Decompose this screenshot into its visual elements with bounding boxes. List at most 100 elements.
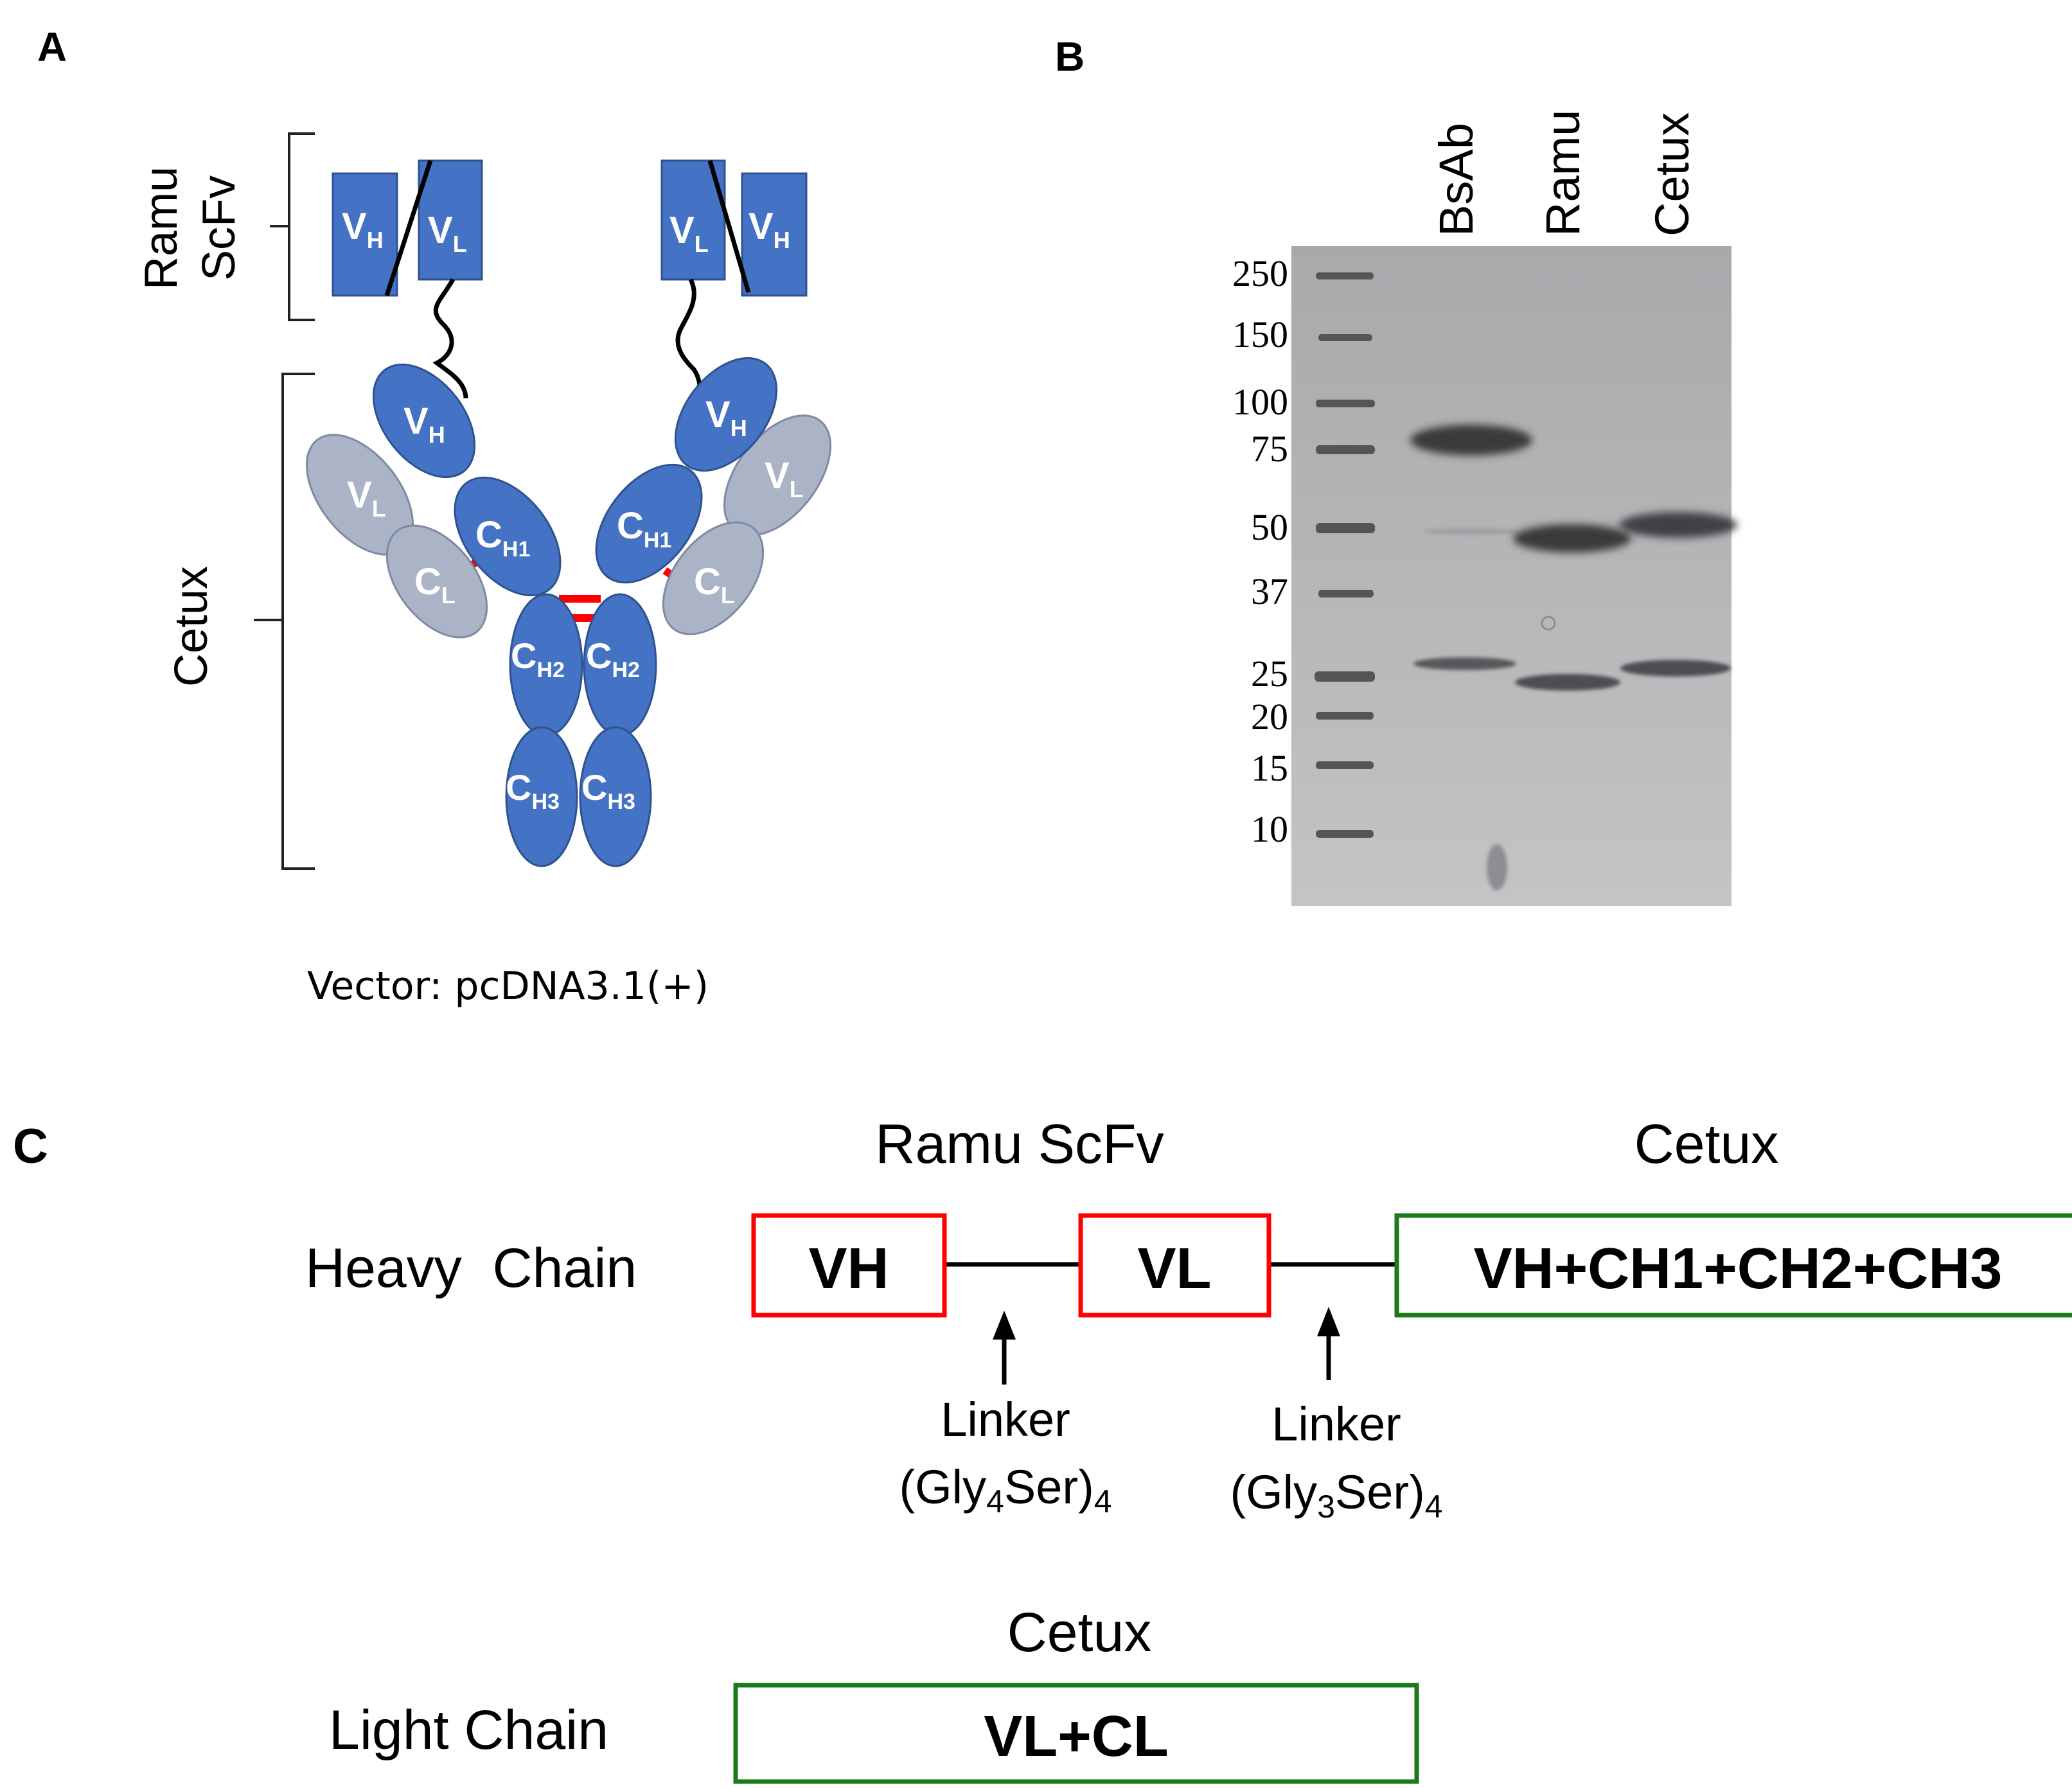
fab-right-ch1 bbox=[595, 463, 703, 584]
linker2-arrow bbox=[1317, 1307, 1340, 1380]
vector-label: Vector: pcDNA3.1(+) bbox=[307, 964, 709, 1009]
lane-label-bsab: BsAb bbox=[1430, 123, 1483, 236]
scfv-right-vh-text: VH bbox=[748, 206, 790, 253]
marker-50: 50 bbox=[1251, 506, 1288, 548]
cetux-header: Cetux bbox=[1634, 1113, 1779, 1175]
marker-250: 250 bbox=[1232, 252, 1288, 294]
fab-left-ch1 bbox=[454, 476, 562, 597]
light-box bbox=[733, 1683, 1419, 1784]
band-ramu-light bbox=[1515, 674, 1620, 691]
fc-right-ch3-text: CH3 bbox=[581, 767, 635, 814]
fab-right-cl-text: CL bbox=[694, 561, 735, 608]
scfv-left-vh-box bbox=[332, 172, 398, 297]
linker1-formula: (Gly4Ser)4 bbox=[899, 1460, 1111, 1519]
scfv-left-vl-text: VL bbox=[428, 209, 467, 257]
linker1-label: Linker bbox=[941, 1393, 1070, 1446]
ladder-band-37 bbox=[1318, 590, 1374, 597]
fab-left-vh-text: VH bbox=[403, 400, 445, 448]
lane-label-ramu: Ramu bbox=[1536, 110, 1589, 236]
sample-bands bbox=[1410, 425, 1737, 890]
marker-labels: 250 150 100 75 50 37 25 20 15 10 bbox=[1232, 252, 1288, 850]
scfv-right: VL VH bbox=[660, 159, 808, 297]
band-ramu-heavy bbox=[1513, 524, 1631, 553]
vh-box-text: VH bbox=[808, 1237, 889, 1301]
band-bsab-faint bbox=[1423, 528, 1519, 535]
panel-b: B BsAb Ramu Cetux 250 150 100 75 50 37 bbox=[1055, 33, 1737, 906]
panel-c-letter: C bbox=[13, 1119, 48, 1174]
fab-right-vl-text: VL bbox=[765, 455, 804, 502]
ramu-scfv-header: Ramu ScFv bbox=[875, 1113, 1164, 1175]
fab-right-vh bbox=[674, 357, 778, 472]
ladder-band-20 bbox=[1316, 712, 1374, 720]
scfv-right-vh-box bbox=[741, 172, 808, 297]
vl-box bbox=[1078, 1213, 1271, 1318]
panel-a: A Ramu ScFv Cetux VH VL VL bbox=[37, 24, 832, 1009]
gel-image bbox=[1291, 246, 1731, 906]
heavy-cetux-box bbox=[1394, 1213, 2072, 1318]
scfv-right-vl-text: VL bbox=[669, 209, 709, 257]
fab-left-cl-text: CL bbox=[414, 561, 456, 608]
scfv-left-slash bbox=[384, 159, 433, 297]
ladder-band-75 bbox=[1316, 445, 1375, 454]
ramu-scfv-label: Ramu ScFv bbox=[136, 166, 245, 290]
fc-right-ch3 bbox=[579, 726, 652, 867]
ramu-scfv-bracket bbox=[270, 132, 315, 321]
fc-left-ch2-text: CH2 bbox=[511, 635, 565, 682]
band-bsab-heavy bbox=[1410, 425, 1532, 456]
ladder-band-50 bbox=[1316, 523, 1375, 533]
marker-20: 20 bbox=[1251, 696, 1288, 738]
fc-left-ch3 bbox=[505, 726, 578, 867]
light-box-text: VL+CL bbox=[984, 1704, 1169, 1769]
ladder-band-15 bbox=[1316, 761, 1374, 769]
marker-10: 10 bbox=[1251, 808, 1288, 850]
linker2-label: Linker bbox=[1271, 1397, 1401, 1451]
fc-left-ch3-text: CH3 bbox=[506, 767, 560, 814]
vl-box-text: VL bbox=[1137, 1237, 1211, 1301]
panel-b-letter: B bbox=[1055, 33, 1085, 80]
marker-75: 75 bbox=[1251, 428, 1288, 470]
scfv-left: VH VL bbox=[332, 159, 483, 297]
linker-left bbox=[432, 278, 468, 399]
linker2-formula: (Gly3Ser)4 bbox=[1230, 1465, 1442, 1525]
fab-left-ch1-text: CH1 bbox=[475, 514, 530, 562]
fab-right-cl bbox=[662, 521, 765, 635]
heavy-cetux-box-text: VH+CH1+CH2+CH3 bbox=[1474, 1237, 2003, 1301]
ladder bbox=[1315, 272, 1375, 838]
gel-artifact bbox=[1487, 844, 1507, 890]
fab-left-vh bbox=[372, 363, 476, 479]
cetux-label-a: Cetux bbox=[166, 566, 217, 687]
ramu-label-line2: ScFv bbox=[193, 175, 245, 281]
marker-100: 100 bbox=[1232, 381, 1288, 423]
marker-25: 25 bbox=[1251, 653, 1288, 695]
ladder-band-10 bbox=[1316, 830, 1374, 838]
band-cetux-light bbox=[1620, 660, 1731, 677]
scfv-left-vh-text: VH bbox=[342, 206, 384, 253]
light-cetux-header: Cetux bbox=[1007, 1602, 1152, 1663]
ladder-band-150 bbox=[1318, 334, 1372, 341]
linker-right bbox=[675, 278, 702, 396]
band-cetux-heavy bbox=[1619, 512, 1737, 538]
scfv-left-vl-box bbox=[418, 159, 483, 281]
ladder-band-100 bbox=[1316, 400, 1375, 407]
light-chain-label: Light Chain bbox=[329, 1699, 608, 1761]
fab-left-vl-text: VL bbox=[347, 474, 386, 522]
heavy-chain-label: Heavy Chain bbox=[305, 1237, 637, 1299]
ramu-label-line1: Ramu bbox=[136, 166, 187, 290]
panel-c: C Ramu ScFv Cetux Heavy Chain VH VL VH+C… bbox=[13, 1113, 2072, 1784]
fc-right-ch2-text: CH2 bbox=[586, 635, 640, 682]
ladder-band-250 bbox=[1316, 272, 1374, 279]
linker1-arrow bbox=[993, 1311, 1016, 1385]
scfv-right-slash bbox=[707, 160, 751, 293]
fab-right-ch1-text: CH1 bbox=[617, 505, 671, 553]
gel-bubble bbox=[1541, 615, 1556, 631]
marker-150: 150 bbox=[1232, 314, 1288, 355]
ladder-band-25 bbox=[1315, 671, 1375, 682]
fab-right-vh-text: VH bbox=[705, 394, 747, 441]
cetux-bracket bbox=[254, 373, 315, 870]
lane-label-cetux: Cetux bbox=[1645, 112, 1699, 236]
panel-a-letter: A bbox=[37, 24, 67, 70]
marker-15: 15 bbox=[1251, 747, 1288, 789]
fab-left-cl bbox=[385, 524, 488, 639]
